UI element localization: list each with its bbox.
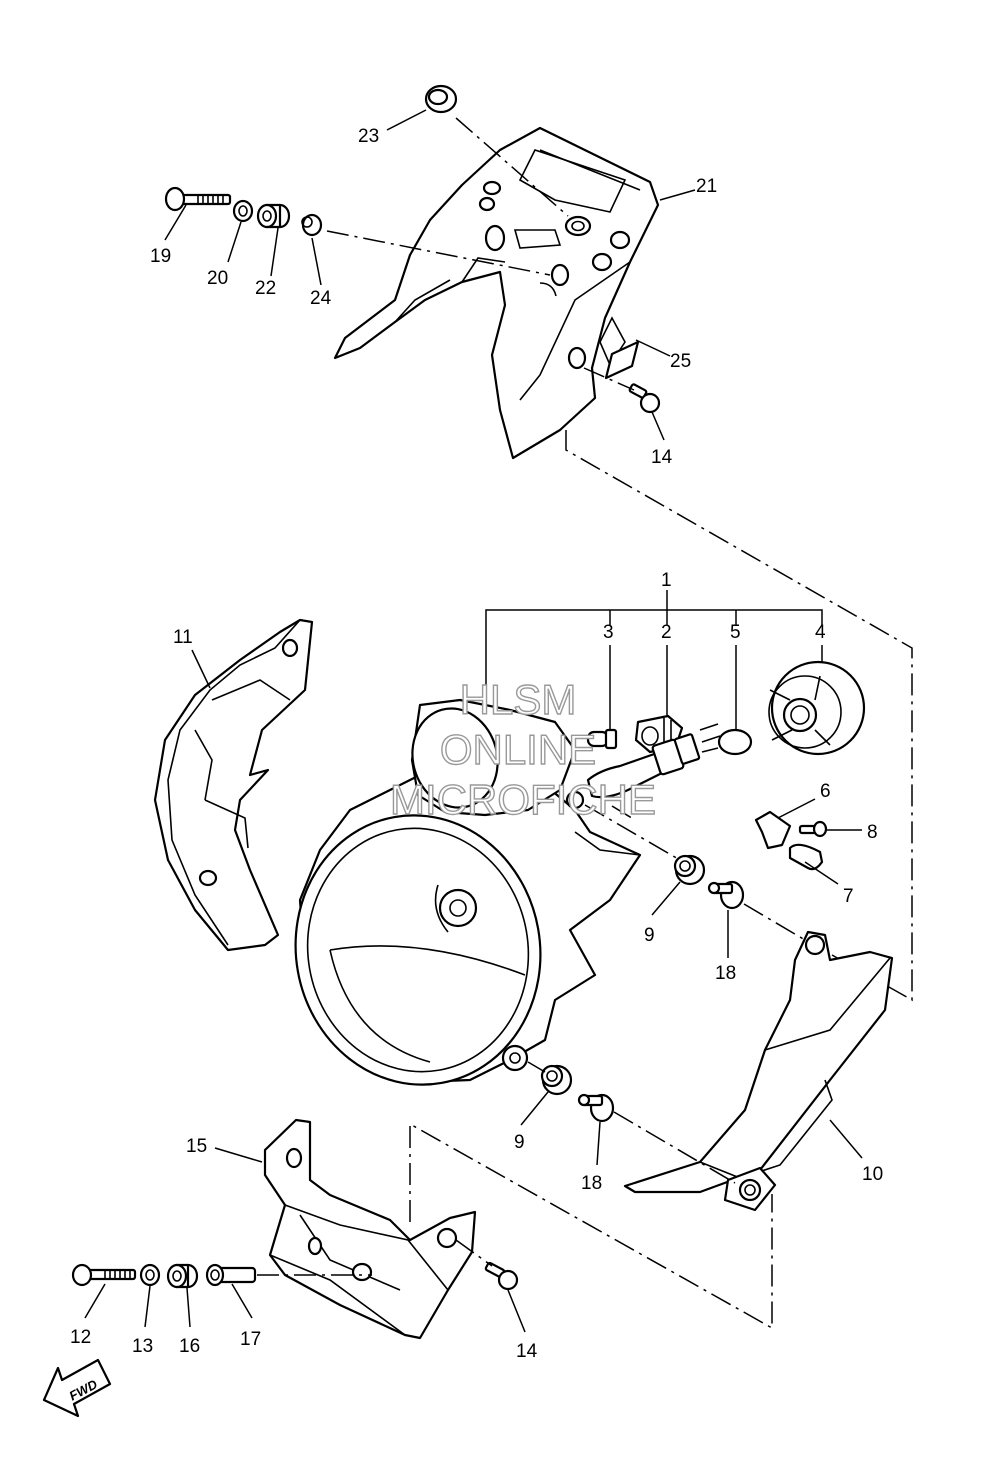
callout-22: 22 xyxy=(255,278,276,299)
washer-part-20 xyxy=(232,199,254,223)
callout-18-lower: 18 xyxy=(581,1173,602,1194)
headlight-bulb-part-5 xyxy=(586,723,753,799)
assembly-line-9-18-upper xyxy=(584,804,681,861)
callout-13: 13 xyxy=(132,1336,153,1357)
grommet-part-23 xyxy=(424,84,458,114)
callout-labels: 23 21 19 20 22 24 25 14 1 3 2 5 4 11 6 8… xyxy=(70,126,883,1362)
bulb-cover-part-4 xyxy=(768,660,866,756)
callout-11: 11 xyxy=(173,627,193,648)
callout-6: 6 xyxy=(820,781,831,802)
assembly-line-18-lower xyxy=(613,1111,736,1184)
callout-12: 12 xyxy=(70,1327,91,1348)
watermark-line-1: HLSM xyxy=(460,676,577,723)
callout-19: 19 xyxy=(150,246,171,267)
collar-part-16 xyxy=(166,1263,199,1289)
collar-part-18-lower xyxy=(577,1093,615,1123)
screw-part-14-upper xyxy=(628,383,661,414)
callout-8: 8 xyxy=(867,822,878,843)
callout-14-upper: 14 xyxy=(651,447,673,468)
callout-25: 25 xyxy=(670,351,691,372)
watermark-line-2: ONLINE xyxy=(440,726,596,773)
screw-part-14-lower xyxy=(484,1261,519,1291)
washer-part-13 xyxy=(139,1263,161,1287)
bulb-part-3 xyxy=(586,728,618,750)
watermark-line-3: MICROFICHE xyxy=(390,776,656,823)
part-25-pad xyxy=(604,340,640,380)
assembly-line-18-to-10 xyxy=(743,903,806,941)
callout-leaders xyxy=(84,109,863,1333)
bolt-part-19 xyxy=(164,186,232,212)
headlight-unit-part-1 xyxy=(294,698,642,1086)
bracket-part-15 xyxy=(263,1118,477,1340)
part-1-group-bracket xyxy=(485,590,823,710)
callout-17: 17 xyxy=(240,1329,261,1350)
callout-7: 7 xyxy=(843,886,854,907)
nut-part-24 xyxy=(301,213,323,237)
callout-9-upper: 9 xyxy=(644,925,655,946)
assembly-line-headlight-9 xyxy=(527,1061,546,1073)
callout-14-lower: 14 xyxy=(516,1341,538,1362)
callout-24: 24 xyxy=(310,288,332,309)
callout-10: 10 xyxy=(862,1164,883,1185)
callout-21: 21 xyxy=(696,176,717,197)
callout-18-upper: 18 xyxy=(715,963,736,984)
headlight-cover-part-10 xyxy=(623,930,894,1212)
watermark: HLSM ONLINE MICROFICHE xyxy=(389,675,656,823)
assembly-line-headlight-to-10 xyxy=(611,805,636,821)
screw-part-8 xyxy=(798,820,828,838)
callout-9-lower: 9 xyxy=(514,1132,525,1153)
grommet-part-9-lower xyxy=(540,1064,573,1096)
headlight-cover-part-11 xyxy=(153,618,314,952)
callout-23: 23 xyxy=(358,126,379,147)
clip-part-7 xyxy=(788,843,824,871)
assembly-line-14-upper xyxy=(583,367,635,391)
callout-4: 4 xyxy=(815,622,826,643)
collar-part-18-upper xyxy=(707,880,745,910)
grommet-part-9-upper xyxy=(673,854,706,886)
assembly-line-14-lower xyxy=(455,1239,493,1267)
callout-1: 1 xyxy=(661,570,672,591)
bolt-part-12 xyxy=(71,1263,137,1287)
callout-3: 3 xyxy=(603,622,614,643)
callout-2: 2 xyxy=(661,622,672,643)
assembly-line-cowl-to-bracket xyxy=(565,430,913,1002)
assembly-line-15-to-10 xyxy=(409,1122,773,1330)
clip-part-6 xyxy=(754,810,792,850)
callout-16: 16 xyxy=(179,1336,200,1357)
callout-20: 20 xyxy=(207,268,228,289)
fwd-arrow-badge: FWD xyxy=(42,1358,112,1418)
collar-part-22 xyxy=(256,203,291,229)
spacer-part-17 xyxy=(205,1263,257,1287)
callout-15: 15 xyxy=(186,1136,207,1157)
assembly-line-23 xyxy=(455,117,569,217)
front-cowl-part-21 xyxy=(333,126,660,460)
assembly-line-24 xyxy=(326,230,551,276)
callout-5: 5 xyxy=(730,622,741,643)
